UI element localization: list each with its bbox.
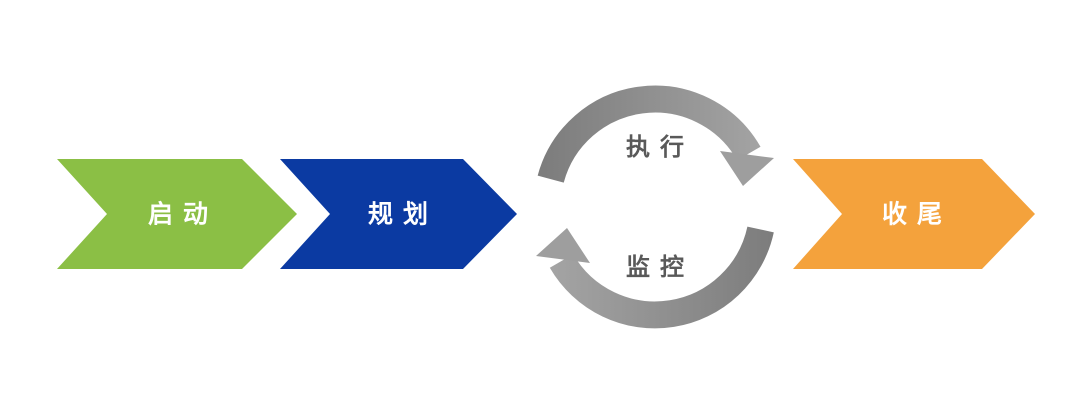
stage-planning-label: 规划 <box>368 200 438 229</box>
cycle-top-arrowhead-icon <box>720 151 774 186</box>
cycle-top-arc <box>537 85 761 183</box>
stage-closing-label: 收尾 <box>882 200 952 229</box>
cycle-bottom-arc <box>549 226 774 329</box>
chevron-arrow-planning <box>280 159 517 269</box>
cycle-monitoring-label: 监控 <box>626 253 694 281</box>
stage-initiation: 启动 <box>57 159 297 269</box>
chevron-arrow-initiation <box>57 159 297 269</box>
cycle-execution-label: 执行 <box>626 133 694 161</box>
cycle-execution-monitoring: 执行 监控 <box>536 85 774 329</box>
stage-closing: 收尾 <box>793 159 1035 269</box>
chevron-arrow-closing <box>793 159 1035 269</box>
stage-planning: 规划 <box>280 159 517 269</box>
cycle-bottom-arrowhead-icon <box>536 228 590 263</box>
stage-initiation-label: 启动 <box>148 200 218 229</box>
